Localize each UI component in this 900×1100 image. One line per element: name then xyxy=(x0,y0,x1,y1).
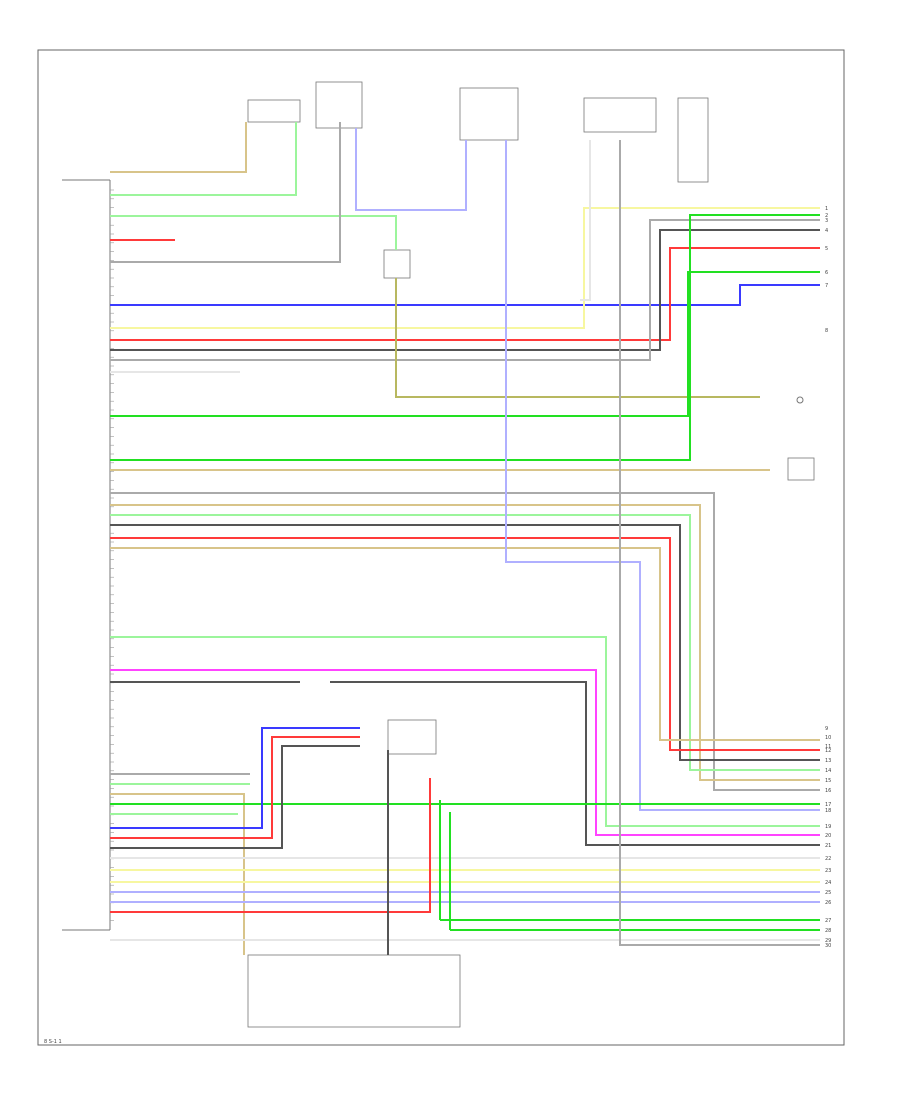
terminal-number: 22 xyxy=(825,856,831,862)
bottom-center-connector xyxy=(387,719,437,755)
wire-gray xyxy=(110,219,820,361)
diagram-code: 8 S-1 1 xyxy=(44,1039,62,1045)
top-component-5 xyxy=(677,97,709,183)
terminal-number: 10 xyxy=(825,735,831,741)
terminal-number: 28 xyxy=(825,928,831,934)
terminal-number: 4 xyxy=(825,228,828,234)
wire-red xyxy=(110,537,820,751)
wire-blue xyxy=(110,284,820,306)
terminal-number: 8 xyxy=(825,328,828,334)
wire-light-blue xyxy=(505,140,820,811)
wire-black xyxy=(110,229,820,351)
right-component-2 xyxy=(796,396,804,404)
terminal-number: 29 xyxy=(825,938,831,944)
top-component-1 xyxy=(247,99,301,123)
wire-green xyxy=(110,271,820,417)
terminal-number: 14 xyxy=(825,768,831,774)
terminal-number: 1 xyxy=(825,206,828,212)
wire-lt-green xyxy=(110,122,297,196)
wire-tan xyxy=(110,504,820,781)
terminal-number: 19 xyxy=(825,824,831,830)
terminal-number: 15 xyxy=(825,778,831,784)
right-terminals: 1234567891011121314151617181920212223242… xyxy=(825,206,831,949)
wire-tan xyxy=(110,122,247,173)
terminal-number: 12 xyxy=(825,748,831,754)
wire-yellow xyxy=(110,207,820,329)
top-component-2 xyxy=(315,81,363,129)
top-component-3 xyxy=(459,87,519,141)
terminal-number: 25 xyxy=(825,890,831,896)
wire-gray xyxy=(110,492,820,791)
wire-gray xyxy=(110,122,341,263)
wire-red xyxy=(110,736,360,839)
terminal-number: 21 xyxy=(825,843,831,849)
wire-tan xyxy=(110,547,820,741)
wire-lt-green xyxy=(110,215,397,250)
terminal-number: 27 xyxy=(825,918,831,924)
wire-black xyxy=(110,745,360,849)
terminal-number: 16 xyxy=(825,788,831,794)
wire-olive xyxy=(395,278,760,398)
wire-red xyxy=(110,778,431,913)
terminal-number: 3 xyxy=(825,218,828,224)
terminal-number: 7 xyxy=(825,283,828,289)
bottom-switch-block xyxy=(247,954,461,1028)
wire-tan xyxy=(110,793,245,955)
terminal-number: 2 xyxy=(825,213,828,219)
wire-black xyxy=(110,524,820,761)
wire-red xyxy=(110,247,820,341)
terminal-number: 20 xyxy=(825,833,831,839)
terminal-number: 6 xyxy=(825,270,828,276)
module-pins xyxy=(110,189,114,921)
top-component-4 xyxy=(583,97,657,133)
terminal-number: 30 xyxy=(825,943,831,949)
wire-lt-green xyxy=(110,636,820,827)
terminal-number: 17 xyxy=(825,802,831,808)
terminal-number: 24 xyxy=(825,880,831,886)
terminal-number: 18 xyxy=(825,808,831,814)
center-relay xyxy=(383,249,411,279)
terminal-number: 9 xyxy=(825,726,828,732)
wire-black xyxy=(330,681,820,846)
terminal-number: 26 xyxy=(825,900,831,906)
wire-blue xyxy=(110,727,360,829)
terminal-number: 13 xyxy=(825,758,831,764)
wire-light-blue xyxy=(355,128,467,211)
right-component-1 xyxy=(787,457,815,481)
terminal-number: 23 xyxy=(825,868,831,874)
wire-pink xyxy=(110,669,820,836)
terminal-number: 5 xyxy=(825,246,828,252)
wires xyxy=(110,122,820,955)
wire-green xyxy=(110,214,820,461)
wire-white xyxy=(580,140,591,301)
wire-lt-green xyxy=(110,514,820,771)
wire-gray xyxy=(619,140,820,946)
diagram-frame xyxy=(37,49,845,1046)
terminal-number: 11 xyxy=(825,744,831,750)
